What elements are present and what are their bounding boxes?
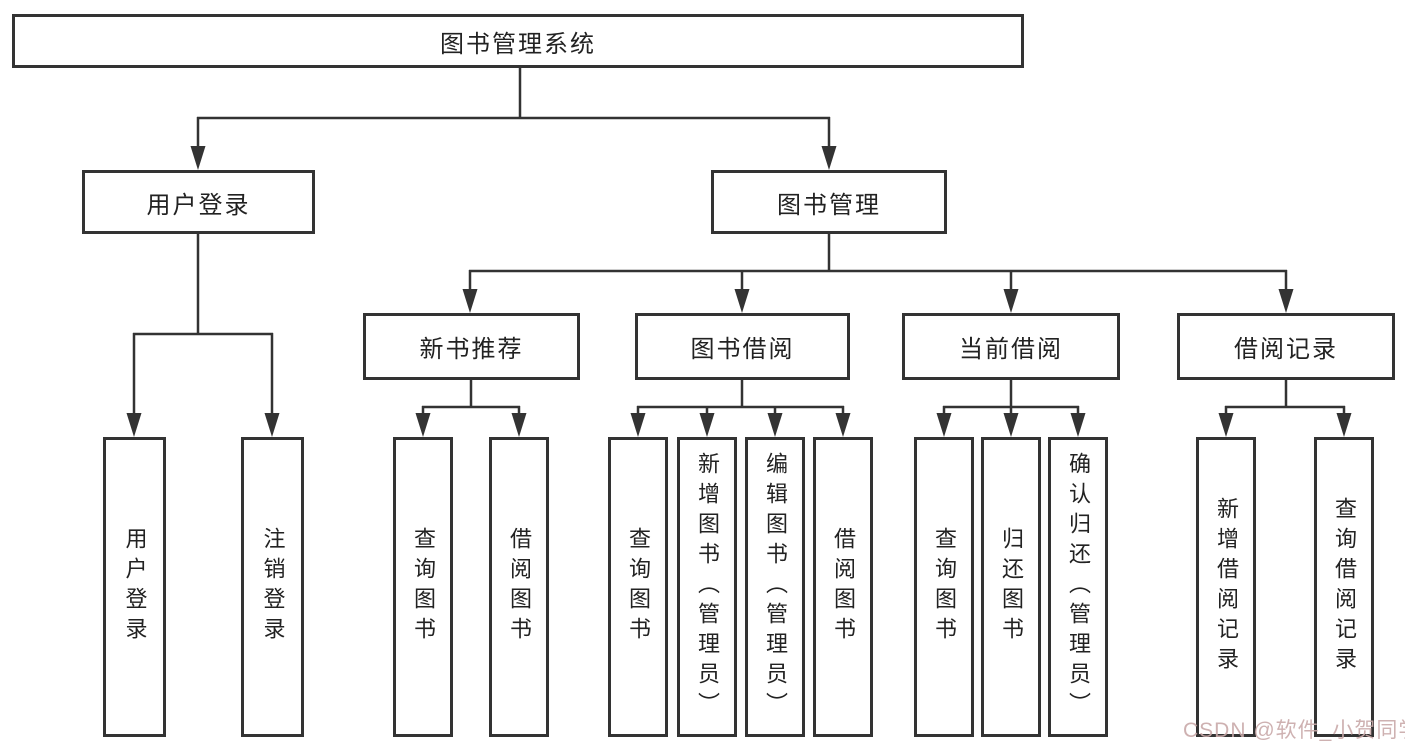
node-current-return-book: 归还图书 bbox=[981, 437, 1041, 737]
node-borrow-edit-book: 编辑图书（管理员） bbox=[745, 437, 805, 737]
node-book-borrow: 图书借阅 bbox=[635, 313, 850, 380]
node-root: 图书管理系统 bbox=[12, 14, 1024, 68]
node-recommend-borrow-book: 借阅图书 bbox=[489, 437, 549, 737]
node-recommend-query-book: 查询图书 bbox=[393, 437, 453, 737]
node-borrow-query-book: 查询图书 bbox=[608, 437, 668, 737]
node-login: 用户登录 bbox=[103, 437, 166, 737]
node-record-add: 新增借阅记录 bbox=[1196, 437, 1256, 737]
node-new-book-recommend: 新书推荐 bbox=[363, 313, 580, 380]
node-current-query-book: 查询图书 bbox=[914, 437, 974, 737]
node-current-borrow: 当前借阅 bbox=[902, 313, 1120, 380]
node-current-confirm-return: 确认归还（管理员） bbox=[1048, 437, 1108, 737]
node-user-login: 用户登录 bbox=[82, 170, 315, 234]
arrow-down-icons bbox=[126, 146, 1352, 437]
node-book-management: 图书管理 bbox=[711, 170, 947, 234]
node-borrow-borrow-book: 借阅图书 bbox=[813, 437, 873, 737]
node-borrow-add-book: 新增图书（管理员） bbox=[677, 437, 737, 737]
csdn-watermark: CSDN @软件_小贺同学 bbox=[1183, 719, 1405, 742]
node-borrow-record: 借阅记录 bbox=[1177, 313, 1395, 380]
node-record-query: 查询借阅记录 bbox=[1314, 437, 1374, 737]
node-logout: 注销登录 bbox=[241, 437, 304, 737]
